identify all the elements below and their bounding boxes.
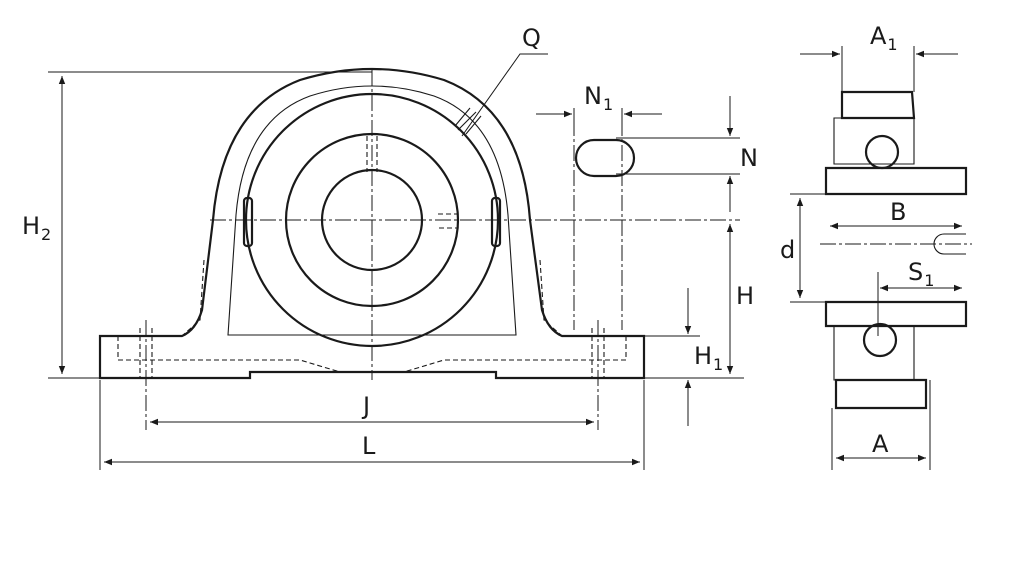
locking-hole-hidden	[438, 213, 459, 229]
inner-ring-top-section	[824, 166, 968, 196]
slot-outline	[574, 138, 636, 178]
housing-bottom-section	[834, 378, 928, 410]
label-j: J	[361, 392, 370, 420]
label-q: Q	[522, 24, 541, 52]
label-b: B	[890, 198, 906, 226]
label-n: N	[740, 144, 758, 172]
outer-race-top	[833, 117, 915, 165]
dimension-labels: H2 Q N1 N A1 B d S1 H H1 J L A	[22, 22, 934, 460]
label-s1: S1	[908, 258, 934, 290]
housing-inner-outline	[227, 85, 517, 336]
label-h2: H2	[22, 212, 51, 244]
base-hidden-lines	[117, 259, 627, 373]
outer-race-bottom	[833, 325, 915, 381]
ball-bottom	[862, 322, 898, 358]
leader-q	[461, 53, 548, 137]
ball-top	[864, 134, 900, 170]
dimensions	[48, 46, 962, 470]
label-h: H	[736, 282, 754, 310]
label-d: d	[780, 236, 795, 264]
label-a1: A1	[870, 22, 898, 54]
set-screw-hidden	[366, 136, 378, 172]
label-l: L	[362, 432, 376, 460]
label-a: A	[872, 430, 889, 458]
slot-detail	[573, 120, 636, 330]
side-section-view	[820, 90, 972, 410]
label-n1: N1	[584, 82, 613, 114]
left-lug	[242, 196, 254, 248]
bolt-holes-hidden	[139, 328, 605, 378]
grease-nipple	[454, 107, 482, 135]
label-h1: H1	[694, 342, 723, 374]
front-view	[98, 67, 740, 430]
inner-ring-bottom-section	[824, 300, 968, 328]
right-lug	[490, 196, 502, 248]
housing-top-section	[840, 90, 916, 120]
